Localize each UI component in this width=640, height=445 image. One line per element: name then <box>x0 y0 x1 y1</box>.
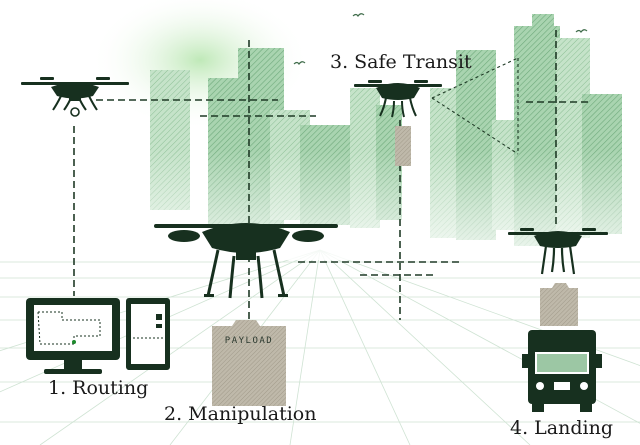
drone-manipulation <box>154 223 338 299</box>
caption-transit: 3. Safe Transit <box>330 51 472 73</box>
caption-manipulation: 2. Manipulation <box>164 403 316 425</box>
drone-routing <box>21 77 129 117</box>
caption-routing: 1. Routing <box>48 377 148 399</box>
computer-workstation <box>26 298 170 374</box>
caption-landing: 4. Landing <box>510 417 613 439</box>
sensor-cone <box>431 57 519 155</box>
delivery-truck <box>522 330 602 412</box>
payload-label: PAYLOAD <box>225 336 273 346</box>
drone-landing <box>508 228 608 275</box>
birds <box>293 13 588 66</box>
landing-package <box>540 283 578 326</box>
floor-grid <box>0 249 640 445</box>
carried-payload <box>395 126 411 166</box>
drone-transit <box>354 80 442 118</box>
payload-box: PAYLOAD <box>212 320 286 406</box>
